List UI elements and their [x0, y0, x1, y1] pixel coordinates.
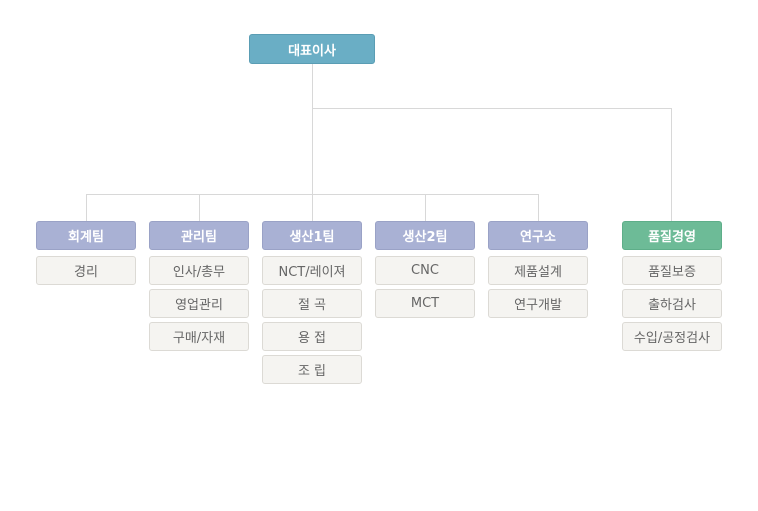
connector-team-1 [86, 194, 87, 221]
sub-management-1: 인사/총무 [149, 256, 249, 285]
sub-quality-3: 수입/공정검사 [622, 322, 722, 351]
connector-team-4 [425, 194, 426, 221]
team-accounting: 회계팀 [36, 221, 136, 250]
team-quality: 품질경영 [622, 221, 722, 250]
team-production-1: 생산1팀 [262, 221, 362, 250]
sub-management-2: 영업관리 [149, 289, 249, 318]
sub-production-1-3: 용 접 [262, 322, 362, 351]
sub-production-2-2: MCT [375, 289, 475, 318]
team-research: 연구소 [488, 221, 588, 250]
connector-team-5 [538, 194, 539, 221]
sub-production-1-1: NCT/레이져 [262, 256, 362, 285]
connector-quality-horizontal [312, 108, 672, 109]
sub-quality-2: 출하검사 [622, 289, 722, 318]
sub-production-2-1: CNC [375, 256, 475, 285]
sub-research-2: 연구개발 [488, 289, 588, 318]
ceo-box: 대표이사 [249, 34, 375, 64]
connector-team-2 [199, 194, 200, 221]
connector-ceo-down [312, 64, 313, 194]
sub-production-1-4: 조 립 [262, 355, 362, 384]
sub-management-3: 구매/자재 [149, 322, 249, 351]
sub-research-1: 제품설계 [488, 256, 588, 285]
sub-quality-1: 품질보증 [622, 256, 722, 285]
sub-production-1-2: 절 곡 [262, 289, 362, 318]
connector-team-3 [312, 194, 313, 221]
team-production-2: 생산2팀 [375, 221, 475, 250]
team-management: 관리팀 [149, 221, 249, 250]
connector-quality-down [671, 108, 672, 221]
sub-accounting-1: 경리 [36, 256, 136, 285]
